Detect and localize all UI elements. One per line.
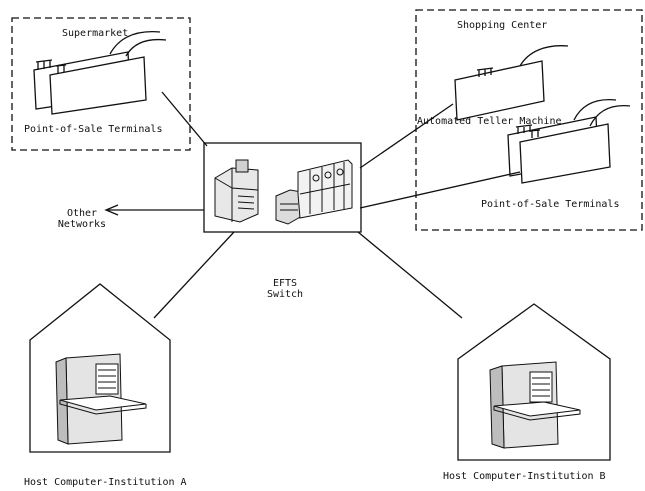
link-atm-switch bbox=[360, 104, 453, 168]
atm-label: Automated Teller Machine bbox=[417, 116, 562, 127]
link-host-a-switch bbox=[154, 232, 234, 318]
supermarket-pos-label: Point-of-Sale Terminals bbox=[24, 124, 162, 135]
supermarket-pos-terminals-icon bbox=[34, 32, 166, 114]
host-a-computer-icon bbox=[56, 354, 146, 444]
host-b-label: Host Computer-Institution B bbox=[443, 471, 606, 482]
host-b-computer-icon bbox=[490, 362, 580, 448]
efts-switch-label: EFTS Switch bbox=[250, 278, 320, 300]
shopping-center-title: Shopping Center bbox=[457, 20, 547, 31]
host-a-label: Host Computer-Institution A bbox=[24, 477, 187, 488]
other-networks-line1: Other bbox=[47, 208, 117, 219]
efts-switch-line1: EFTS bbox=[250, 278, 320, 289]
link-supermarket-switch bbox=[162, 92, 207, 146]
shopping-center-pos-terminals-icon bbox=[508, 100, 630, 183]
supermarket-title: Supermarket bbox=[62, 28, 128, 39]
arrow-to-other-networks bbox=[106, 205, 204, 215]
other-networks-label: Other Networks bbox=[47, 208, 117, 230]
efts-switch-line2: Switch bbox=[250, 289, 320, 300]
other-networks-line2: Networks bbox=[47, 219, 117, 230]
link-host-b-switch bbox=[358, 232, 462, 318]
shopping-center-pos-label: Point-of-Sale Terminals bbox=[481, 199, 619, 210]
atm-icon bbox=[455, 46, 568, 120]
switch-equipment-icon bbox=[215, 160, 352, 224]
